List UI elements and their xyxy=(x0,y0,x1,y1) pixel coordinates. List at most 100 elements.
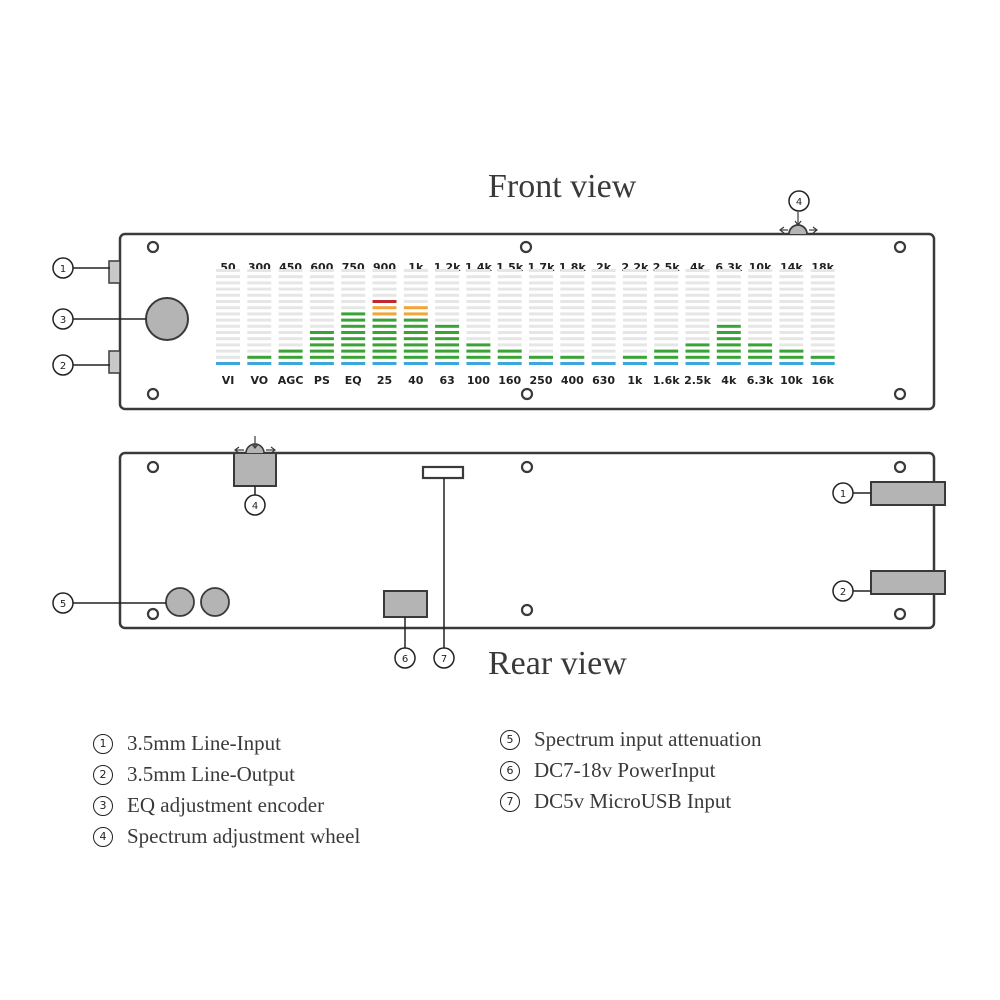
spectrum-bar xyxy=(216,269,240,365)
bar-lit-segment xyxy=(403,343,428,347)
bar-unlit-segment xyxy=(591,269,616,272)
bar-unlit-segment xyxy=(466,337,491,341)
bar-unlit-segment xyxy=(560,337,585,341)
bar-unlit-segment xyxy=(810,281,835,285)
rear-line-output-jack xyxy=(870,570,946,595)
frequency-label-top: 300 xyxy=(248,261,271,274)
bar-unlit-segment xyxy=(216,275,240,279)
frequency-label-top: 14k xyxy=(780,261,803,274)
bar-unlit-segment xyxy=(341,293,366,297)
bar-lit-segment xyxy=(341,324,366,328)
attenuation-knob-2 xyxy=(200,587,230,617)
spectrum-bar xyxy=(622,269,647,365)
bar-unlit-segment xyxy=(247,275,272,279)
bar-unlit-segment xyxy=(560,300,585,303)
bar-unlit-segment xyxy=(466,287,491,291)
bar-unlit-segment xyxy=(560,275,585,279)
bar-unlit-segment xyxy=(685,306,710,310)
bar-lit-segment xyxy=(372,355,397,359)
bar-unlit-segment xyxy=(466,275,491,279)
frequency-label-bottom: 160 xyxy=(498,374,521,387)
bar-lit-segment xyxy=(372,300,397,303)
bar-unlit-segment xyxy=(748,275,773,279)
bar-lit-segment xyxy=(372,324,397,328)
bar-unlit-segment xyxy=(216,349,240,353)
bar-unlit-segment xyxy=(216,281,240,285)
bar-unlit-segment xyxy=(497,343,522,347)
svg-text:2: 2 xyxy=(840,587,846,598)
bar-unlit-segment xyxy=(622,287,647,291)
bar-unlit-segment xyxy=(654,324,679,328)
bar-lit-segment xyxy=(403,318,428,322)
bar-lit-segment xyxy=(372,349,397,353)
bar-unlit-segment xyxy=(247,306,272,310)
bar-lit-segment xyxy=(779,355,804,359)
bar-unlit-segment xyxy=(560,318,585,322)
legend-item: 6 DC7-18v PowerInput xyxy=(500,755,761,786)
bar-unlit-segment xyxy=(216,343,240,347)
bar-unlit-segment xyxy=(435,300,460,303)
bar-unlit-segment xyxy=(278,343,303,347)
bar-unlit-segment xyxy=(403,281,428,285)
line-input-jack xyxy=(108,260,121,284)
screw-hole xyxy=(893,240,907,254)
bar-unlit-segment xyxy=(591,287,616,291)
bar-base-segment xyxy=(591,362,616,365)
bar-unlit-segment xyxy=(466,312,491,316)
bar-unlit-segment xyxy=(748,269,773,272)
bar-unlit-segment xyxy=(810,337,835,341)
frequency-label-top: 600 xyxy=(310,261,333,274)
bar-unlit-segment xyxy=(591,349,616,353)
screw-hole xyxy=(893,460,907,474)
bar-unlit-segment xyxy=(278,324,303,328)
frequency-label-bottom: 6.3k xyxy=(747,374,774,387)
bar-unlit-segment xyxy=(403,287,428,291)
bar-unlit-segment xyxy=(309,269,334,272)
frequency-label-bottom: 250 xyxy=(530,374,553,387)
bar-unlit-segment xyxy=(810,275,835,279)
frequency-label-top: 900 xyxy=(373,261,396,274)
bar-unlit-segment xyxy=(309,300,334,303)
legend-text: DC7-18v PowerInput xyxy=(534,758,716,782)
screw-hole xyxy=(893,387,907,401)
screw-hole xyxy=(893,607,907,621)
bar-unlit-segment xyxy=(779,318,804,322)
spectrum-bar xyxy=(529,269,553,365)
bar-unlit-segment xyxy=(685,287,710,291)
bar-lit-segment xyxy=(810,355,835,359)
frequency-label-bottom: EQ xyxy=(345,374,362,387)
bar-unlit-segment xyxy=(278,312,303,316)
bar-unlit-segment xyxy=(779,343,804,347)
bar-unlit-segment xyxy=(654,337,679,341)
legend-text: Spectrum adjustment wheel xyxy=(127,824,361,848)
bar-unlit-segment xyxy=(810,312,835,316)
bar-unlit-segment xyxy=(466,293,491,297)
bar-lit-segment xyxy=(341,312,366,316)
bar-unlit-segment xyxy=(403,293,428,297)
front-screw-holes xyxy=(146,240,907,401)
bar-lit-segment xyxy=(716,349,741,353)
spectrum-bar xyxy=(309,269,334,365)
bar-unlit-segment xyxy=(497,269,522,272)
callout-1-rear: 1 xyxy=(832,482,871,504)
bar-unlit-segment xyxy=(622,300,647,303)
bar-lit-segment xyxy=(372,343,397,347)
bar-unlit-segment xyxy=(685,269,710,272)
bar-unlit-segment xyxy=(685,318,710,322)
bar-unlit-segment xyxy=(341,275,366,279)
bar-unlit-segment xyxy=(466,300,491,303)
bar-unlit-segment xyxy=(716,318,741,322)
bar-unlit-segment xyxy=(560,343,585,347)
bar-unlit-segment xyxy=(497,275,522,279)
bar-unlit-segment xyxy=(591,306,616,310)
legend-number: 6 xyxy=(500,760,520,781)
bar-lit-segment xyxy=(309,337,334,341)
bar-unlit-segment xyxy=(622,324,647,328)
frequency-label-bottom: 16k xyxy=(811,374,834,387)
bar-unlit-segment xyxy=(779,300,804,303)
bar-unlit-segment xyxy=(341,306,366,310)
bar-unlit-segment xyxy=(654,306,679,310)
